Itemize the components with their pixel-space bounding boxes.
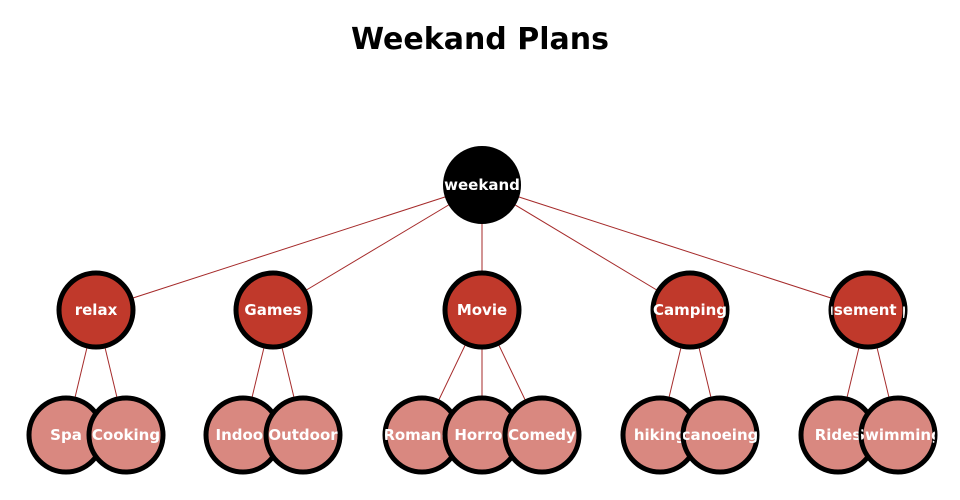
node-rides-label: Rides — [815, 426, 862, 444]
node-camping-label: Camping — [653, 301, 727, 319]
diagram-title: Weekand Plans — [351, 22, 609, 57]
node-swimming: Swimming — [854, 395, 942, 475]
node-comedy: Comedy — [502, 395, 582, 475]
node-romance-label: Romance — [383, 426, 460, 444]
node-swimming-label: Swimming — [854, 426, 942, 444]
node-movie-label: Movie — [457, 301, 507, 319]
node-outdoor: Outdoor — [263, 395, 343, 475]
node-relax-label: relax — [75, 301, 118, 319]
node-movie-circle — [442, 270, 522, 350]
node-amusement-park-label: Amusement park — [796, 301, 941, 319]
node-outdoor-label: Outdoor — [268, 426, 338, 444]
node-games-circle — [233, 270, 313, 350]
node-indoor-label: Indoor — [215, 426, 271, 444]
node-amusement-park: Amusement park — [796, 270, 941, 350]
node-cooking: Cooking — [86, 395, 166, 475]
node-relax-circle — [56, 270, 136, 350]
node-cooking-label: Cooking — [92, 426, 160, 444]
node-games: Games — [233, 270, 313, 350]
node-romance: Romance — [382, 395, 462, 475]
node-games-label: Games — [244, 301, 301, 319]
node-root-circle — [443, 146, 521, 224]
node-relax: relax — [56, 270, 136, 350]
node-canoeing-label: canoeing — [682, 426, 759, 444]
node-cooking-circle — [86, 395, 166, 475]
node-amusement-park-circle — [828, 270, 908, 350]
node-camping: Camping — [650, 270, 730, 350]
node-comedy-label: Comedy — [508, 426, 576, 444]
edge-root-amusement-park — [481, 184, 869, 311]
edge-root-games — [272, 184, 483, 311]
edge-root-relax — [95, 184, 483, 311]
node-canoeing: canoeing — [680, 395, 760, 475]
nodes-layer: weekand relax Games Movie Camping Amusement p… — [26, 146, 942, 475]
node-root-label: weekand — [444, 176, 520, 194]
node-root: weekand — [443, 146, 521, 224]
node-comedy-circle — [502, 395, 582, 475]
node-swimming-circle — [858, 395, 938, 475]
node-spa-label: Spa — [50, 426, 82, 444]
node-outdoor-circle — [263, 395, 343, 475]
node-canoeing-circle — [680, 395, 760, 475]
node-hiking-label: hiking — [634, 426, 686, 444]
node-camping-circle — [650, 270, 730, 350]
node-movie: Movie — [442, 270, 522, 350]
node-horror-label: Horror — [454, 426, 510, 444]
node-horror: Horror — [442, 395, 522, 475]
edge-root-camping — [481, 184, 691, 311]
